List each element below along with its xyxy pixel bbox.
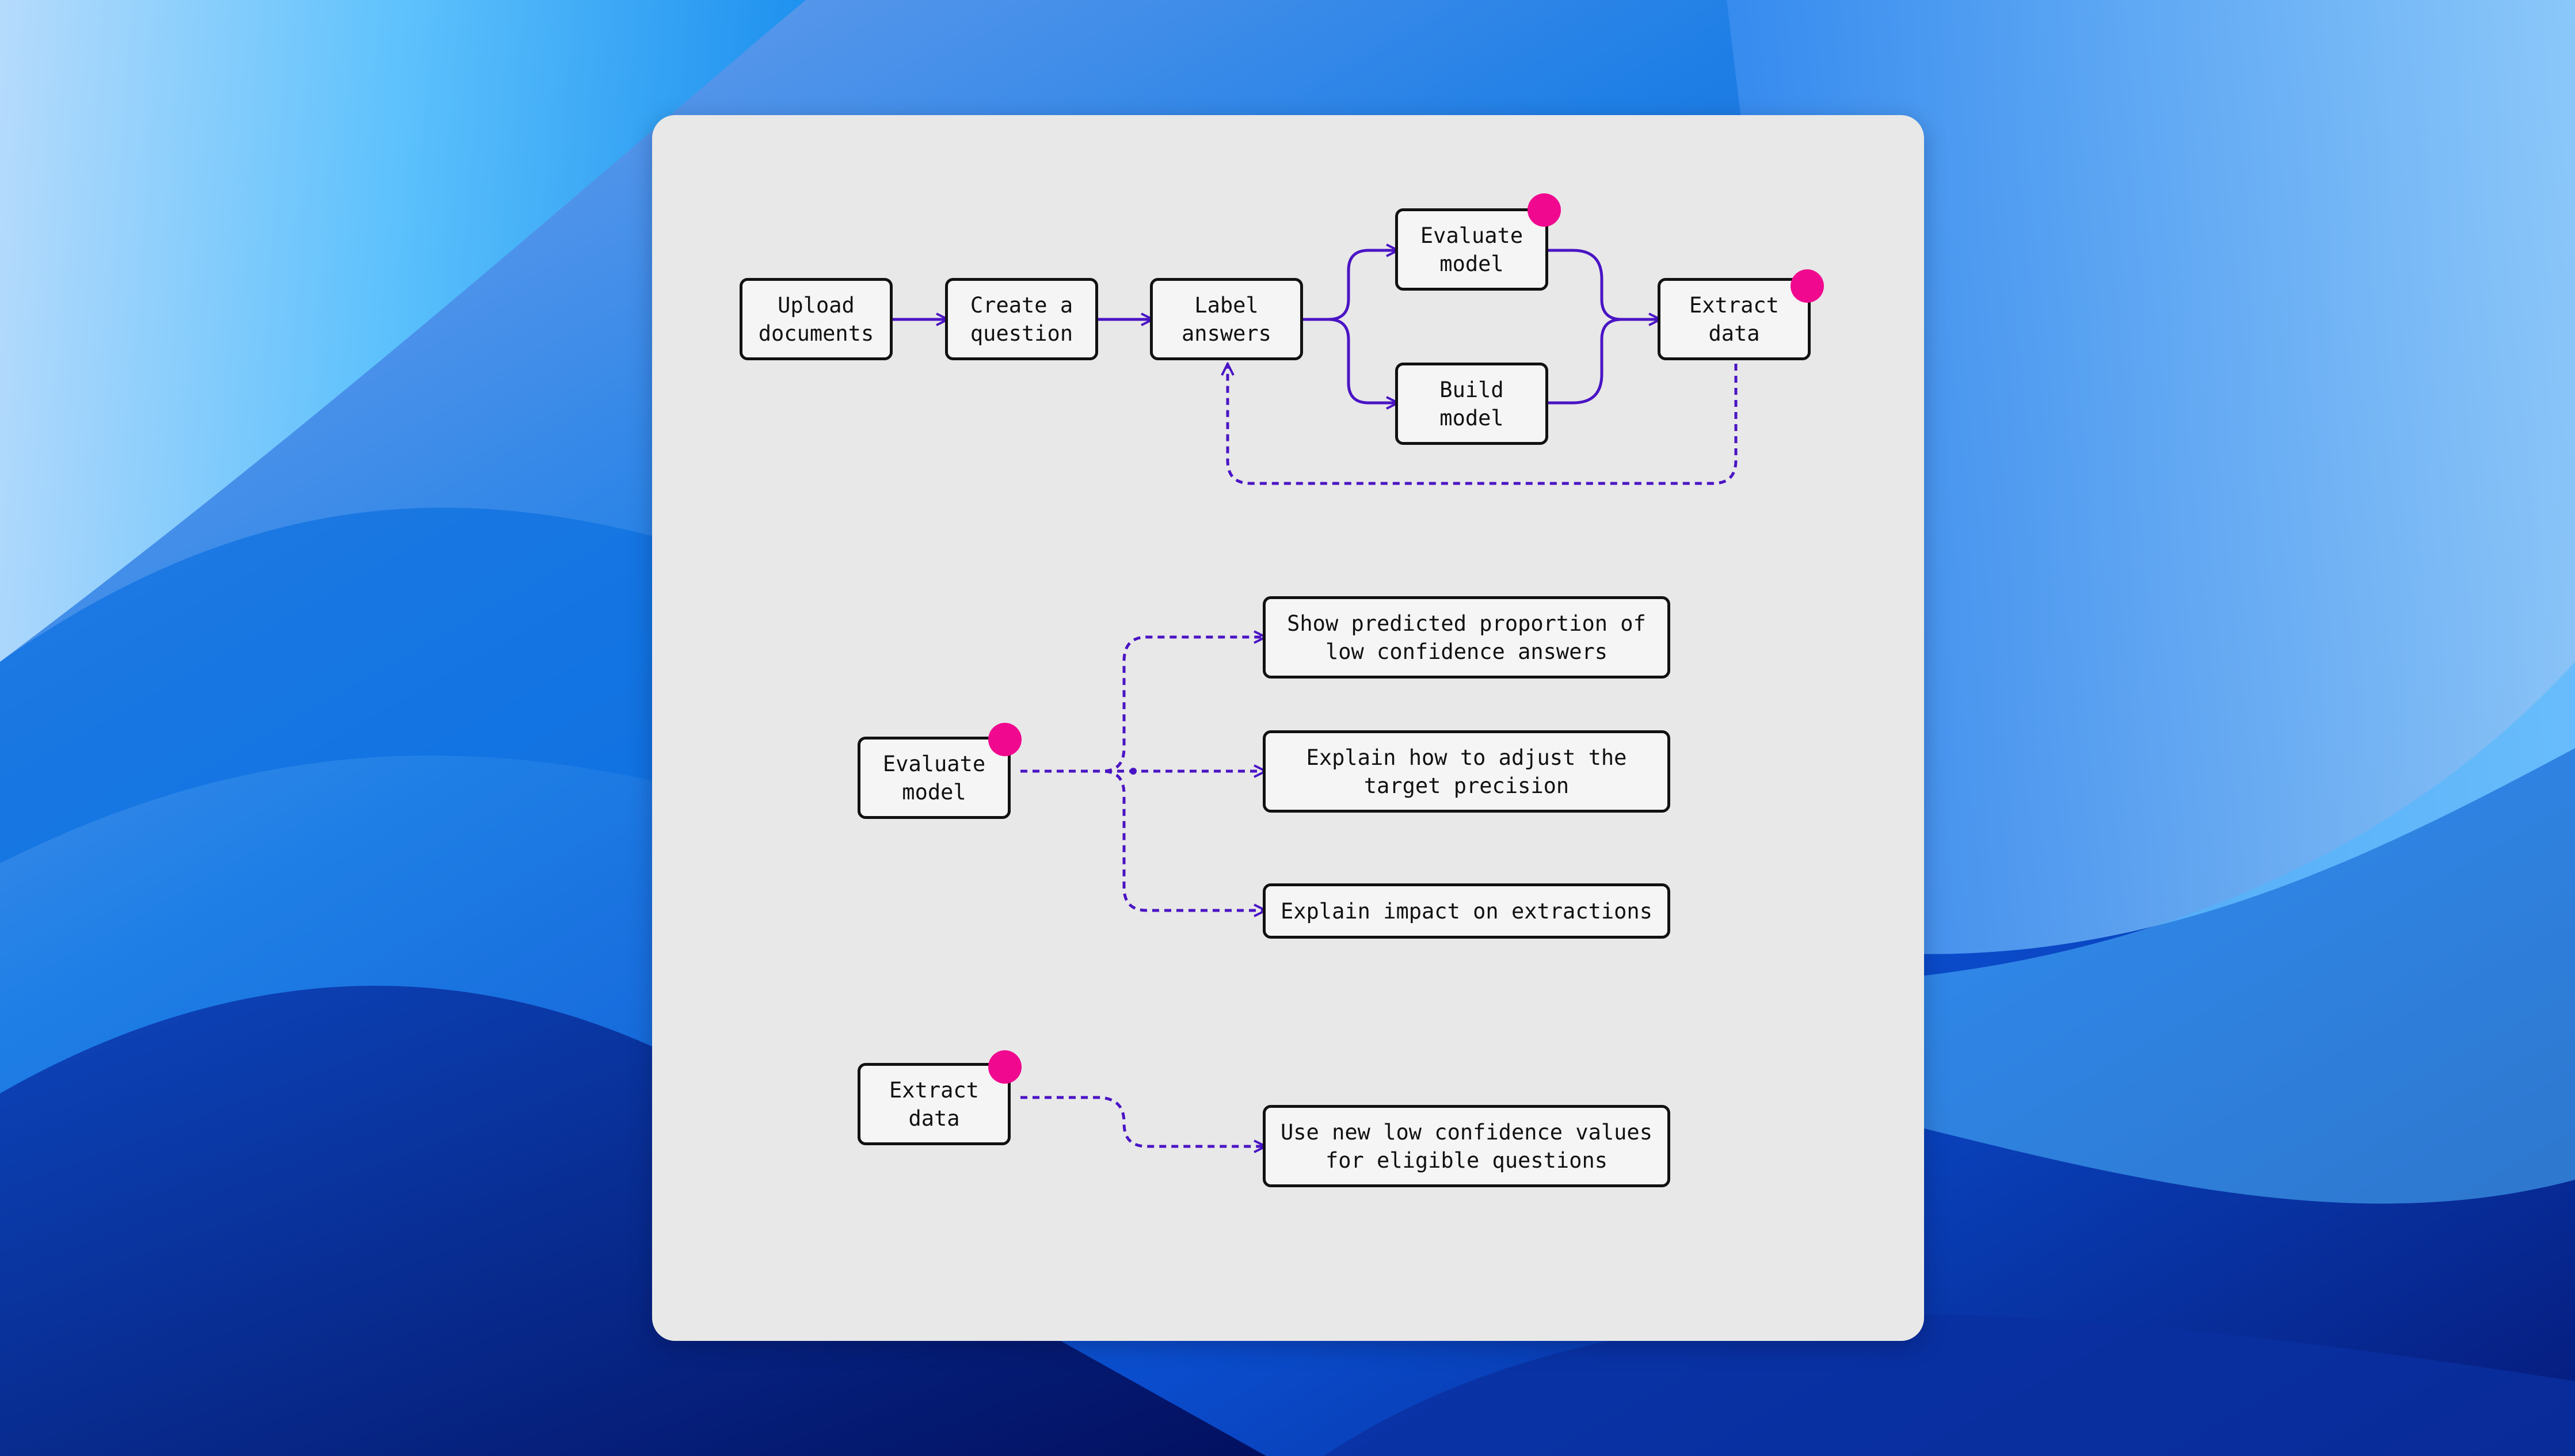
node-extract-outcome-1[interactable]: Use new low confidence values for eligib… — [1263, 1105, 1670, 1187]
node-evaluate-outcome-1[interactable]: Show predicted proportion of low confide… — [1263, 596, 1670, 679]
node-evaluate-outcome-3[interactable]: Explain impact on extractions — [1263, 883, 1670, 939]
connector-layer — [893, 115, 1738, 1341]
junction-dot — [1130, 768, 1137, 775]
node-create-question[interactable]: Create a question — [945, 278, 1098, 360]
edge-label-to-build — [1303, 318, 1398, 403]
node-evaluate-detail-source[interactable]: Evaluate model — [858, 737, 1011, 819]
node-extract-detail-source[interactable]: Extract data — [858, 1063, 1011, 1145]
diagram-card: Upload documents Create a question Label… — [652, 115, 1924, 1341]
edge-extract-loop-to-label — [1228, 364, 1738, 485]
edge-build-to-extract — [1548, 318, 1660, 405]
badge-evaluate-detail — [988, 723, 1022, 756]
node-evaluate-model[interactable]: Evaluate model — [1395, 208, 1548, 291]
badge-extract-data — [1791, 269, 1824, 303]
edge-label-to-evaluate — [1303, 250, 1398, 321]
node-extract-data[interactable]: Extract data — [1658, 278, 1811, 360]
badge-extract-detail — [988, 1050, 1022, 1084]
badge-evaluate-model — [1528, 193, 1561, 227]
edge-extract-to-outcome-1 — [1020, 1096, 1266, 1146]
edge-evaluate-to-outcome-3 — [1020, 769, 1266, 910]
node-label-answers[interactable]: Label answers — [1150, 278, 1303, 360]
edge-evaluate-to-outcome-1 — [1020, 637, 1266, 773]
node-build-model[interactable]: Build model — [1395, 363, 1548, 445]
edge-evaluate-to-extract — [1548, 249, 1660, 319]
node-upload-documents[interactable]: Upload documents — [740, 278, 893, 360]
node-evaluate-outcome-2[interactable]: Explain how to adjust the target precisi… — [1263, 730, 1670, 813]
